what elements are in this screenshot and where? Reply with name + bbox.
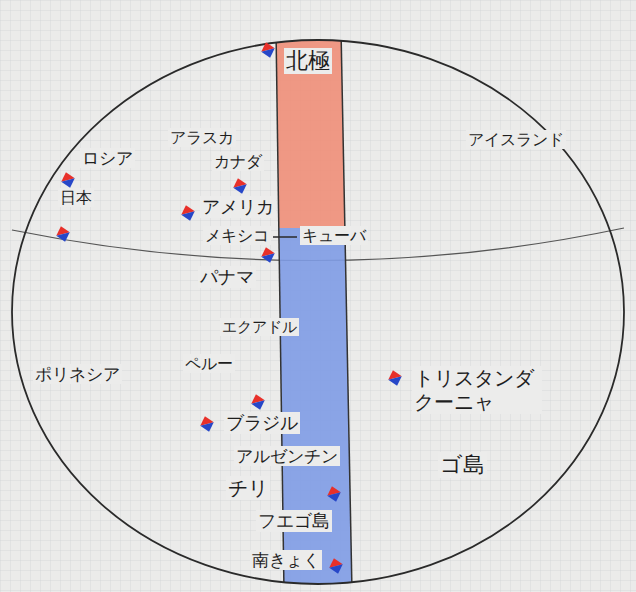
marker-bottom bbox=[261, 48, 277, 59]
place-label: メキシコ bbox=[203, 226, 271, 245]
marker-bottom bbox=[327, 492, 343, 503]
diamond-marker bbox=[179, 203, 197, 222]
diamond-marker bbox=[259, 245, 277, 264]
marker-bottom bbox=[261, 253, 277, 264]
place-label: ロシア bbox=[80, 148, 135, 168]
diamond-marker bbox=[325, 484, 343, 503]
place-label: エクアドル bbox=[220, 318, 299, 336]
place-label: アイスランド bbox=[466, 130, 566, 149]
place-label: アルゼンチン bbox=[234, 446, 340, 466]
marker-bottom bbox=[56, 232, 72, 243]
marker-bottom bbox=[251, 400, 267, 411]
diamond-marker bbox=[259, 40, 277, 59]
diamond-marker bbox=[54, 224, 72, 243]
place-label: ペルー bbox=[183, 354, 235, 373]
red-band bbox=[276, 30, 345, 228]
marker-bottom bbox=[329, 564, 345, 575]
place-label: 北極 bbox=[284, 48, 332, 74]
marker-bottom bbox=[200, 422, 216, 433]
place-label: ブラジル bbox=[224, 412, 300, 434]
dash-line bbox=[273, 236, 297, 238]
place-label: フエゴ島 bbox=[256, 510, 332, 532]
marker-bottom bbox=[388, 376, 404, 387]
marker-bottom bbox=[181, 211, 197, 222]
place-label: トリスタンダクーニャ bbox=[412, 366, 542, 414]
band-edge bbox=[341, 30, 352, 592]
diamond-marker bbox=[231, 176, 249, 195]
blue-band bbox=[279, 228, 352, 592]
diamond-marker bbox=[327, 556, 345, 575]
marker-bottom bbox=[233, 184, 249, 195]
place-label: キューバ bbox=[300, 226, 368, 245]
diamond-marker bbox=[59, 170, 77, 189]
globe-outline bbox=[12, 40, 624, 584]
place-label: 日本 bbox=[58, 188, 94, 207]
marker-group bbox=[54, 40, 404, 575]
place-label: パナマ bbox=[198, 266, 256, 288]
place-label: カナダ bbox=[212, 152, 264, 171]
place-label: アメリカ bbox=[200, 196, 276, 218]
place-label: チリ bbox=[226, 476, 270, 500]
place-label: 南きょく bbox=[250, 550, 322, 570]
place-label: ゴ島 bbox=[438, 452, 487, 478]
diamond-marker bbox=[249, 392, 267, 411]
diamond-marker bbox=[386, 368, 404, 387]
place-label: アラスカ bbox=[168, 128, 236, 147]
diamond-marker bbox=[198, 414, 216, 433]
place-label: ポリネシア bbox=[33, 364, 122, 384]
band-edge bbox=[276, 30, 284, 592]
